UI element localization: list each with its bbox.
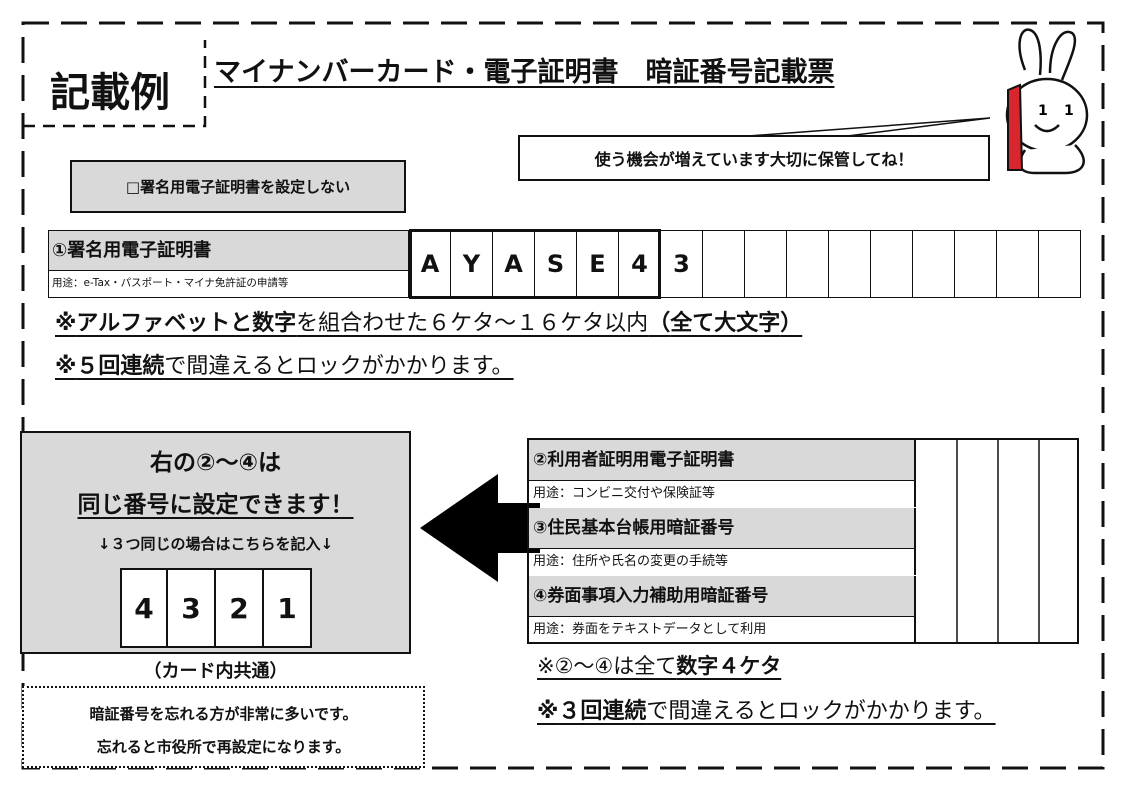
- pin-row-2-usage: 用途：コンビニ交付や保険証等: [529, 481, 916, 507]
- warning-box: 暗証番号を忘れる方が非常に多いです。 忘れると市役所で再設定になります。: [22, 686, 425, 768]
- pin-note-2: ※３回連続で間違えるとロックがかかります。: [537, 699, 996, 724]
- no-signature-option-label: □署名用電子証明書を設定しない: [125, 178, 351, 196]
- pin-row-3: ③住民基本台帳用暗証番号 用途：住所や氏名の変更の手続等: [529, 508, 916, 578]
- callout-text: 使う機会が増えています大切に保管してね！: [594, 150, 914, 169]
- pin-row-4-usage: 用途：券面をテキストデータとして利用: [529, 617, 916, 642]
- signature-note-1: ※アルファベットと数字を組合わせた６ケタ～１６ケタ以内（全て大文字）: [55, 311, 803, 336]
- mascot-rabbit-image: 1 1: [1005, 28, 1089, 175]
- svg-text:1: 1: [1064, 103, 1074, 119]
- pin-row-4-title: ④券面事項入力補助用暗証番号: [529, 576, 916, 617]
- signature-pin-cell[interactable]: 4: [619, 230, 661, 298]
- signature-pin-cell[interactable]: A: [493, 230, 535, 298]
- shared-pin-digit-cell[interactable]: 1: [264, 568, 312, 648]
- pin-table: ②利用者証明用電子証明書 用途：コンビニ交付や保険証等 ③住民基本台帳用暗証番号…: [527, 438, 1079, 644]
- shared-pin-line2: 同じ番号に設定できます！: [77, 492, 354, 518]
- pin-row-2: ②利用者証明用電子証明書 用途：コンビニ交付や保険証等: [529, 440, 916, 510]
- signature-pin-cell[interactable]: [787, 230, 829, 298]
- signature-pin-cell[interactable]: [913, 230, 955, 298]
- shared-pin-digit-cell[interactable]: 2: [216, 568, 264, 648]
- signature-pin-cell[interactable]: [997, 230, 1039, 298]
- pin-note-1: ※②～④は全て数字４ケタ: [537, 654, 782, 678]
- signature-pin-cell[interactable]: [829, 230, 871, 298]
- signature-pin-cell[interactable]: 3: [661, 230, 703, 298]
- signature-pin-cell[interactable]: [1039, 230, 1081, 298]
- shared-pin-line3: ↓３つ同じの場合はこちらを記入↓: [97, 535, 334, 553]
- pin-row-2-title: ②利用者証明用電子証明書: [529, 440, 916, 481]
- example-label: 記載例: [50, 70, 170, 116]
- pin-digit-cells: [956, 440, 1040, 642]
- svg-text:1: 1: [1038, 103, 1048, 119]
- warning-line1: 暗証番号を忘れる方が非常に多いです。: [89, 705, 358, 723]
- signature-pin-cell[interactable]: S: [535, 230, 577, 298]
- signature-cert-title: ①署名用電子証明書: [49, 231, 408, 271]
- signature-pin-cell[interactable]: E: [577, 230, 619, 298]
- shared-pin-line1: 右の②～④は: [150, 450, 281, 476]
- signature-note-2: ※５回連続で間違えるとロックがかかります。: [55, 354, 514, 379]
- pin-row-3-usage: 用途：住所や氏名の変更の手続等: [529, 549, 916, 575]
- pin-row-4: ④券面事項入力補助用暗証番号 用途：券面をテキストデータとして利用: [529, 576, 916, 642]
- shared-pin-digit-cell[interactable]: 4: [120, 568, 168, 648]
- no-signature-option[interactable]: □署名用電子証明書を設定しない: [70, 160, 406, 213]
- signature-pin-cell[interactable]: Y: [451, 230, 493, 298]
- signature-pin-cell[interactable]: [703, 230, 745, 298]
- signature-pin-cell[interactable]: A: [409, 230, 451, 298]
- signature-cert-label: ①署名用電子証明書 用途：e-Tax・パスポート・マイナ免許証の申請等: [48, 230, 409, 298]
- signature-pin-cell[interactable]: [955, 230, 997, 298]
- signature-cert-usage: 用途：e-Tax・パスポート・マイナ免許証の申請等: [52, 277, 289, 289]
- card-common-label: （カード内共通）: [143, 661, 288, 682]
- signature-pin-cell[interactable]: [745, 230, 787, 298]
- warning-line2: 忘れると市役所で再設定になります。: [96, 738, 351, 756]
- pin-row-3-title: ③住民基本台帳用暗証番号: [529, 508, 916, 549]
- callout-box: 使う機会が増えています大切に保管してね！: [518, 135, 990, 181]
- signature-pin-cell[interactable]: [871, 230, 913, 298]
- shared-pin-digit-cell[interactable]: 3: [168, 568, 216, 648]
- page-title: マイナンバーカード・電子証明書 暗証番号記載票: [214, 57, 835, 88]
